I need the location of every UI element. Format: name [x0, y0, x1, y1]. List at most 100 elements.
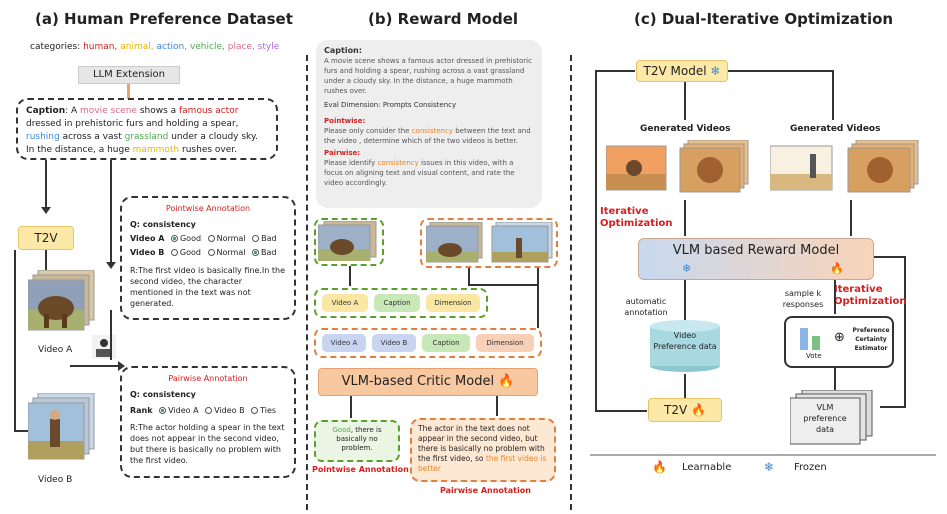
- cat-animal: animal,: [120, 42, 154, 52]
- pointwise-video-thumb: [318, 221, 377, 261]
- text-part: issues in this video, with a focus on al…: [324, 159, 515, 187]
- pairwise-annotation-box: Pairwise Annotation Q: consistency Rank …: [120, 366, 296, 478]
- loop-left-bottom: [595, 410, 647, 412]
- vlm-pref-data-stack: [790, 390, 873, 445]
- cat-human: human,: [83, 42, 118, 52]
- panel-b-title: (b) Reward Model: [368, 10, 519, 28]
- arrow-critic-point: [350, 396, 352, 418]
- arrow-left-to-b: [14, 430, 30, 432]
- arrow-reward-pref: [684, 280, 686, 320]
- text-part: Please only consider the: [324, 127, 412, 135]
- row-b-label: Video B: [130, 248, 165, 257]
- radio-rank-b[interactable]: [205, 407, 213, 414]
- loop-left-v: [595, 70, 597, 412]
- pref-certainty-label: Preference Certainty Estimator: [852, 327, 890, 352]
- radio-a-normal[interactable]: [207, 235, 215, 242]
- pairwise-input-row: [314, 328, 542, 358]
- vote-label: Vote: [806, 352, 822, 360]
- reward-model-label: VLM based Reward Model: [672, 243, 840, 258]
- opt-label: Good: [179, 248, 201, 257]
- radio-a-bad[interactable]: [252, 235, 260, 242]
- panel-c-title: (c) Dual-Iterative Optimization: [634, 10, 894, 28]
- arrow-pref-t2v: [684, 374, 686, 398]
- pointwise-row-b: Video B Good Normal Bad: [130, 247, 286, 259]
- arrow-critic-pair: [496, 396, 498, 416]
- pointwise-input-row: [314, 288, 488, 318]
- pointwise-input-video: [314, 218, 384, 266]
- gen-videos-left-label: Generated Videos: [640, 124, 731, 134]
- gen-videos-right-label: Generated Videos: [790, 124, 881, 134]
- caption-kw-actor: famous actor: [179, 106, 239, 116]
- arrow-point-down: [110, 310, 112, 360]
- rank-label: Rank: [130, 406, 153, 415]
- video-pref-data-cylinder: [650, 320, 720, 372]
- t2v-left-down: [684, 82, 686, 120]
- flame-icon: 🔥: [691, 403, 706, 417]
- arrow-b2h: [468, 284, 538, 286]
- categories-line: categories: human, animal, action, vehic…: [30, 42, 279, 53]
- radio-b-normal[interactable]: [207, 249, 215, 256]
- caption-part: dressed in prehistoric furs and holding …: [26, 119, 239, 129]
- arrow-b1: [349, 266, 351, 286]
- categories-label: categories:: [30, 42, 81, 52]
- loop-left-top: [595, 70, 635, 72]
- arrow-est-vlm: [834, 368, 836, 390]
- pointwise-annotation-box: Pointwise Annotation Q: consistency Vide…: [120, 196, 296, 320]
- t2v-bottom-box: T2V 🔥: [648, 398, 722, 422]
- caption-kw-grassland: grassland: [124, 132, 169, 142]
- opt-label: Bad: [261, 248, 277, 257]
- llm-extension-label: LLM Extension: [92, 69, 166, 80]
- radio-rank-a[interactable]: [159, 407, 167, 414]
- caption-part: across a vast: [59, 132, 125, 142]
- kw-consistency: consistency: [377, 159, 419, 167]
- vlm-pref-data-label: VLM preference data: [803, 403, 847, 434]
- flame-icon: 🔥: [830, 262, 844, 275]
- divider-ab: [306, 55, 308, 510]
- radio-b-good[interactable]: [170, 249, 178, 256]
- caption-kw-scene: movie scene: [80, 106, 137, 116]
- pointwise-reason: R:The first video is basically fine.In t…: [130, 266, 286, 308]
- arrow-caption-point: [110, 160, 112, 265]
- caption-part: rushes over.: [179, 145, 238, 155]
- pairwise-reason: R:The actor holding a spear in the text …: [130, 423, 285, 465]
- pairwise-prompt-label: Pairwise:: [324, 149, 361, 157]
- video-a-label: Video A: [38, 345, 73, 355]
- prompt-box: Caption: A movie scene shows a famous ac…: [316, 40, 542, 208]
- reward-model-box: VLM based Reward Model: [638, 238, 874, 280]
- arrowhead: [41, 207, 51, 214]
- caption-part: shows a: [136, 106, 179, 116]
- video-pref-data-label: Video Preference data: [653, 331, 717, 351]
- opt-label: Ties: [260, 406, 277, 415]
- iterative-opt-right: Iterative Optimization: [834, 284, 907, 307]
- eval-dimension: Eval Dimension: Prompts Consistency: [324, 101, 457, 109]
- opt-label: Video A: [168, 406, 199, 415]
- arrow-caption-t2v: [45, 160, 47, 210]
- divider-bc: [570, 55, 572, 510]
- caption-kw-rushing: rushing: [26, 132, 60, 142]
- gen-videos-right-thumbs: [770, 140, 919, 193]
- llm-arrow: [127, 84, 130, 99]
- output-good: Good: [332, 426, 351, 434]
- pairwise-input-videos: [420, 218, 558, 268]
- radio-a-good[interactable]: [170, 235, 178, 242]
- t2v-bottom-label: T2V: [664, 403, 688, 417]
- legend-divider: [590, 454, 936, 456]
- arrow-gen-right: [850, 200, 852, 236]
- arrow-t2v-left: [14, 250, 16, 430]
- arrow-b3: [537, 268, 539, 328]
- pairwise-output-box: The actor in the text does not appear in…: [410, 418, 556, 482]
- caption-part: under a cloudy sky. In the distance, a h…: [26, 132, 258, 155]
- annotator-icon: [92, 335, 116, 359]
- iterative-opt-left: Iterative Optimization: [600, 206, 673, 229]
- pill-video-b2: Video B: [372, 334, 416, 352]
- pill-caption2: Caption: [422, 334, 470, 352]
- radio-rank-ties[interactable]: [251, 407, 259, 414]
- radio-b-bad[interactable]: [252, 249, 259, 256]
- arrow-t2v-down: [45, 250, 47, 270]
- arrowhead: [106, 262, 116, 269]
- caption-part: : A: [65, 106, 81, 116]
- t2v-to-right: [728, 70, 833, 72]
- auto-annotation-label: automatic annotation: [624, 297, 668, 317]
- pair-output-text: The actor in the text does not appear in…: [418, 424, 545, 463]
- video-b-thumbs: [28, 393, 95, 460]
